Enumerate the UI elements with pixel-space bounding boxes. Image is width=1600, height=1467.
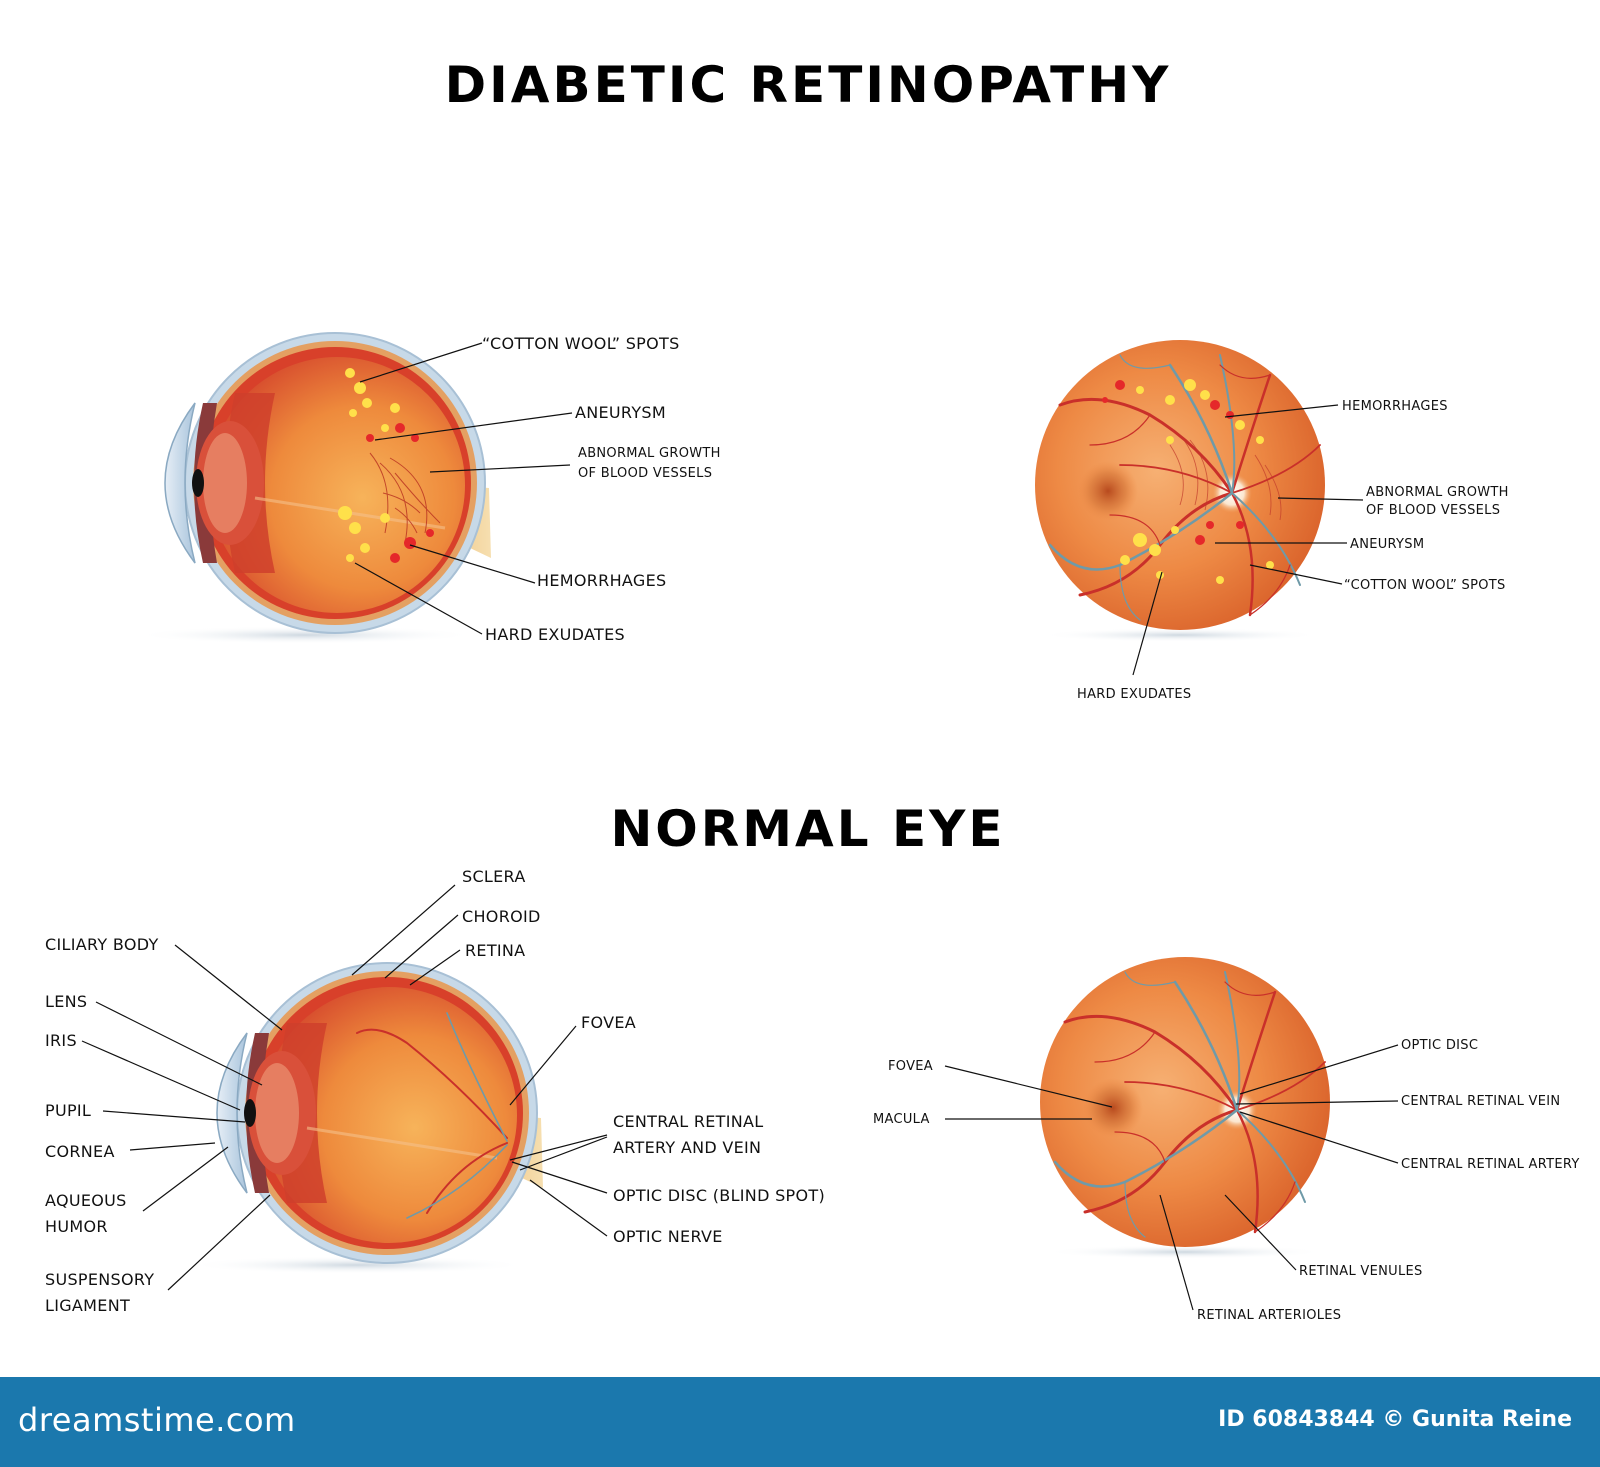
normal-side-eye — [185, 961, 545, 1276]
label-diabetic-side-abnormal-2: OF BLOOD VESSELS — [578, 466, 712, 481]
leader-aqueous — [142, 1146, 229, 1212]
leader-diabetic-exudates — [354, 562, 483, 635]
label-normal-side-aqueous-2: HUMOR — [45, 1217, 108, 1236]
diabetic-fundus — [1033, 338, 1327, 644]
leader-optic-nerve — [529, 1179, 608, 1237]
label-diabetic-side-hemorrhages: HEMORRHAGES — [537, 571, 666, 590]
label-normal-side-sclera: SCLERA — [462, 867, 526, 886]
eye-anatomy-illustration: DIABETIC RETINOPATHY NORMAL EYE “COTTON … — [45, 56, 1580, 1323]
leader-cornea — [129, 1142, 216, 1151]
diabetic-title: DIABETIC RETINOPATHY — [445, 56, 1172, 114]
label-diabetic-fundus-cotton-wool: “COTTON WOOL” SPOTS — [1344, 578, 1506, 593]
leader-fovea — [509, 1025, 577, 1106]
label-normal-side-retina: RETINA — [465, 941, 525, 960]
diabetic-side-exudates — [338, 368, 400, 562]
label-normal-side-cornea: CORNEA — [45, 1142, 115, 1161]
label-normal-side-ciliary-body: CILIARY BODY — [45, 935, 159, 954]
label-normal-fundus-optic-disc: OPTIC DISC — [1401, 1038, 1478, 1053]
leader-nf-fovea — [944, 1065, 1113, 1108]
label-normal-side-optic-disc: OPTIC DISC (BLIND SPOT) — [613, 1186, 825, 1205]
label-diabetic-side-aneurysm: ANEURYSM — [575, 403, 666, 422]
label-normal-fundus-central-vein: CENTRAL RETINAL VEIN — [1401, 1094, 1560, 1109]
leader-optic-disc — [511, 1161, 608, 1194]
leader-diabetic-cotton — [359, 342, 483, 383]
label-normal-side-central-2: ARTERY AND VEIN — [613, 1138, 761, 1157]
leader-fundus-abnormal — [1277, 497, 1364, 501]
leader-nf-optic-disc — [1239, 1044, 1399, 1095]
leader-sclera — [351, 884, 456, 976]
footer-bar: dreamstime.com ID 60843844 © Gunita Rein… — [0, 1377, 1600, 1467]
label-normal-fundus-arterioles: RETINAL ARTERIOLES — [1197, 1308, 1341, 1323]
leader-lens — [95, 1001, 263, 1086]
normal-fundus — [1038, 955, 1332, 1261]
diabetic-side-eye — [133, 331, 493, 646]
leader-central-1 — [509, 1134, 608, 1161]
normal-title: NORMAL EYE — [610, 800, 1005, 858]
label-normal-side-iris: IRIS — [45, 1031, 77, 1050]
leader-nf-arterioles — [1159, 1194, 1194, 1311]
label-normal-fundus-central-artery: CENTRAL RETINAL ARTERY — [1401, 1157, 1580, 1172]
diabetic-fundus-exudates — [1120, 379, 1274, 584]
label-diabetic-side-hard-exudates: HARD EXUDATES — [485, 625, 625, 644]
label-normal-side-lens: LENS — [45, 992, 87, 1011]
label-normal-side-choroid: CHOROID — [462, 907, 541, 926]
leader-iris — [81, 1040, 241, 1111]
leader-diabetic-aneurysm — [374, 412, 573, 441]
label-normal-side-central-1: CENTRAL RETINAL — [613, 1112, 763, 1131]
label-diabetic-fundus-abnormal-2: OF BLOOD VESSELS — [1366, 503, 1500, 518]
label-diabetic-fundus-hemorrhages: HEMORRHAGES — [1342, 399, 1448, 414]
label-diabetic-side-abnormal-1: ABNORMAL GROWTH — [578, 446, 721, 461]
normal-side-vessels — [356, 1012, 508, 1219]
leader-pupil — [102, 1110, 246, 1123]
leader-diabetic-hemorrhages — [409, 544, 536, 584]
label-diabetic-side-cotton-wool: “COTTON WOOL” SPOTS — [482, 334, 680, 353]
label-normal-side-suspensory-2: LIGAMENT — [45, 1296, 130, 1315]
leader-nf-artery — [1239, 1111, 1399, 1164]
footer-credit: ID 60843844 © Gunita Reine — [1218, 1407, 1572, 1432]
label-normal-side-fovea: FOVEA — [581, 1013, 636, 1032]
leader-fundus-hemorrhages — [1224, 404, 1339, 418]
footer-logo[interactable]: dreamstime.com — [18, 1401, 296, 1439]
leader-fundus-cotton — [1249, 564, 1343, 585]
label-normal-side-aqueous-1: AQUEOUS — [45, 1191, 127, 1210]
label-diabetic-fundus-hard-exudates: HARD EXUDATES — [1077, 687, 1191, 702]
label-normal-side-optic-nerve: OPTIC NERVE — [613, 1227, 723, 1246]
label-normal-fundus-venules: RETINAL VENULES — [1299, 1264, 1423, 1279]
label-diabetic-fundus-aneurysm: ANEURYSM — [1350, 537, 1424, 552]
label-diabetic-fundus-abnormal-1: ABNORMAL GROWTH — [1366, 485, 1509, 500]
leader-fundus-exudates — [1132, 571, 1163, 676]
leader-choroid — [384, 914, 459, 979]
label-normal-side-pupil: PUPIL — [45, 1101, 91, 1120]
leader-ciliary — [174, 944, 283, 1031]
leader-suspensory — [167, 1194, 271, 1291]
label-normal-fundus-macula: MACULA — [873, 1112, 930, 1127]
leader-central-2 — [519, 1136, 608, 1171]
leader-retina — [409, 949, 461, 986]
leader-nf-venules — [1224, 1194, 1297, 1271]
label-normal-side-suspensory-1: SUSPENSORY — [45, 1270, 154, 1289]
leader-nf-vein — [1235, 1100, 1399, 1105]
label-normal-fundus-fovea: FOVEA — [888, 1059, 933, 1074]
leader-diabetic-abnormal — [429, 464, 571, 473]
